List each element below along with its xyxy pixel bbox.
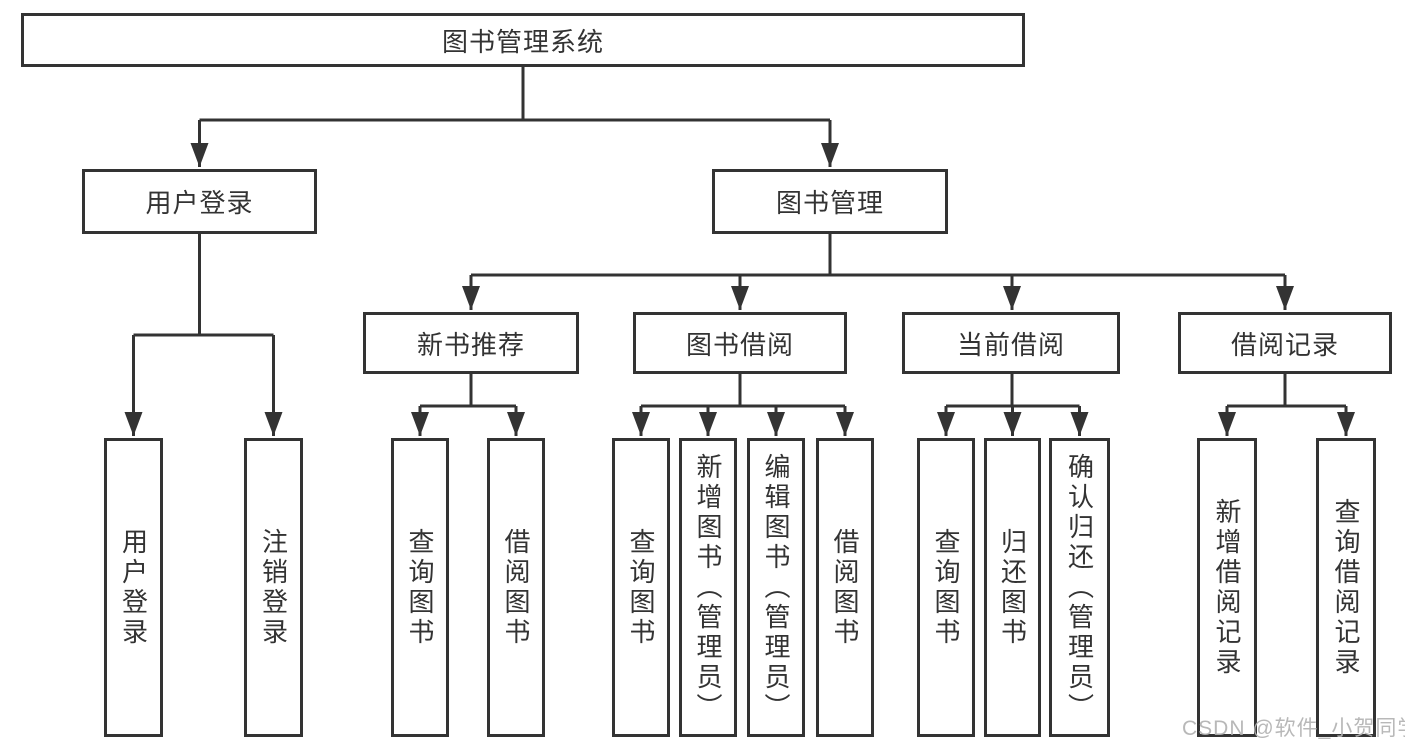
node-label: 查询图书 bbox=[626, 527, 656, 648]
node-label: 用户登录 bbox=[118, 527, 149, 648]
node-label: 注销登录 bbox=[258, 527, 289, 648]
node-label: 编辑图书（管理员） bbox=[761, 452, 791, 723]
node-book-management: 图书管理 bbox=[712, 169, 948, 234]
node-borrow-records: 借阅记录 bbox=[1178, 312, 1392, 374]
node-label: 查询图书 bbox=[405, 527, 435, 648]
node-label: 借阅记录 bbox=[1230, 329, 1339, 360]
connector-current-borrow bbox=[937, 374, 1089, 436]
node-root: 图书管理系统 bbox=[21, 13, 1025, 67]
leaf-recommend-borrow-books: 借阅图书 bbox=[487, 438, 545, 737]
node-label: 图书借阅 bbox=[685, 329, 794, 360]
node-label: 查询图书 bbox=[931, 527, 961, 648]
leaf-add-borrow-record: 新增借阅记录 bbox=[1197, 438, 1257, 737]
node-label: 确认归还（管理员） bbox=[1064, 452, 1095, 723]
node-label: 新书推荐 bbox=[416, 329, 525, 360]
csdn-watermark: CSDN @软件_小贺同学 bbox=[1182, 717, 1405, 740]
node-label: 图书管理系统 bbox=[441, 26, 604, 57]
node-new-book-recommend: 新书推荐 bbox=[363, 312, 579, 374]
node-label: 查询借阅记录 bbox=[1331, 497, 1361, 678]
connector-root bbox=[190, 67, 839, 167]
leaf-current-query-books: 查询图书 bbox=[917, 438, 975, 737]
leaf-logout: 注销登录 bbox=[244, 438, 303, 737]
leaf-confirm-return-admin: 确认归还（管理员） bbox=[1049, 438, 1110, 737]
node-label: 用户登录 bbox=[145, 188, 254, 218]
leaf-user-login: 用户登录 bbox=[104, 438, 163, 737]
leaf-return-books: 归还图书 bbox=[984, 438, 1041, 737]
node-label: 借阅图书 bbox=[830, 527, 860, 648]
leaf-add-books-admin: 新增图书（管理员） bbox=[679, 438, 737, 737]
leaf-borrow-query-books: 查询图书 bbox=[612, 438, 670, 737]
leaf-recommend-query-books: 查询图书 bbox=[391, 438, 449, 737]
node-label: 借阅图书 bbox=[501, 527, 531, 648]
connector-new-book-rec bbox=[411, 374, 525, 436]
node-label: 归还图书 bbox=[997, 527, 1028, 648]
leaf-borrow-books: 借阅图书 bbox=[816, 438, 874, 737]
node-book-borrow: 图书借阅 bbox=[633, 312, 847, 374]
leaf-query-borrow-record: 查询借阅记录 bbox=[1316, 438, 1376, 737]
leaf-edit-books-admin: 编辑图书（管理员） bbox=[747, 438, 805, 737]
node-user-login: 用户登录 bbox=[82, 169, 317, 234]
connector-book-mgmt bbox=[462, 234, 1294, 310]
node-label: 新增借阅记录 bbox=[1212, 497, 1242, 678]
connector-user-login bbox=[124, 234, 283, 436]
connector-borrow-records bbox=[1218, 374, 1355, 436]
node-label: 当前借阅 bbox=[956, 329, 1065, 360]
node-label: 新增图书（管理员） bbox=[693, 452, 723, 723]
connector-book-borrow bbox=[632, 374, 854, 436]
node-current-borrow: 当前借阅 bbox=[902, 312, 1120, 374]
node-label: 图书管理 bbox=[775, 188, 884, 218]
